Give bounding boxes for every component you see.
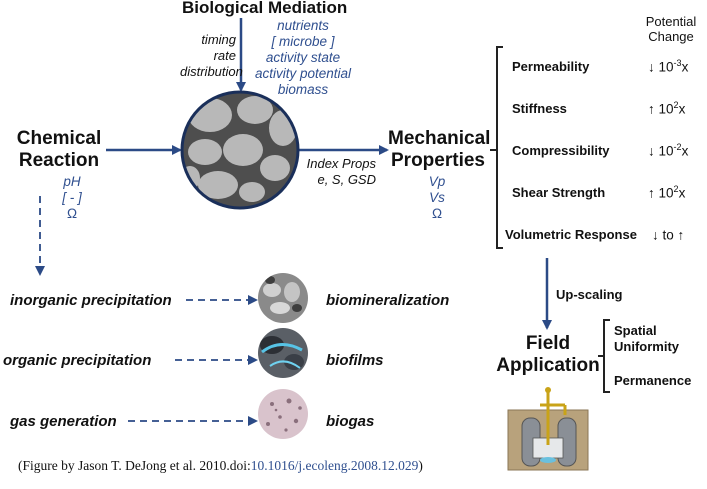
bio-factor-activity-potential: activity potential <box>254 66 352 81</box>
property-change: ↓ 10-3x <box>648 58 689 75</box>
figure-caption: (Figure by Jason T. DeJong et al. 2010.d… <box>18 458 423 473</box>
bio-left-factors: timing rate distribution <box>180 32 243 80</box>
field-application-image <box>507 387 589 471</box>
process-biogas: biogas <box>326 413 375 430</box>
biofilms-image <box>258 328 308 378</box>
chem-factor-conc: [ - ] <box>62 190 82 205</box>
doi-link[interactable]: 10.1016/j.ecoleng.2008.12.029 <box>250 458 419 473</box>
property-name: Shear Strength <box>512 185 606 200</box>
chem-factor-omega: Ω <box>66 206 78 221</box>
process-biofilms: biofilms <box>326 352 384 369</box>
bio-factor-rate: rate <box>213 48 236 63</box>
field-title: Field Application <box>496 333 600 376</box>
properties-bracket <box>496 46 503 249</box>
chem-title: Chemical Reaction <box>16 128 102 171</box>
soil-particle-image <box>180 90 300 210</box>
property-change: ↑ 102x <box>648 184 686 201</box>
mech-factor-vs: Vs <box>429 190 445 205</box>
bio-factor-nutrients: nutrients <box>277 18 329 33</box>
process-gas: gas generation <box>10 413 117 430</box>
bio-factor-distribution: distribution <box>180 64 243 79</box>
chem-factors: pH [ - ] Ω <box>44 174 100 222</box>
process-inorganic: inorganic precipitation <box>10 292 172 309</box>
process-biomineralization: biomineralization <box>326 292 450 309</box>
field-bracket <box>603 319 610 393</box>
bio-factor-microbe: [ microbe ] <box>271 34 335 49</box>
upscaling-label: Up-scaling <box>556 287 623 302</box>
index-props: Index Props e, S, GSD <box>306 156 376 187</box>
mech-factor-vp: Vp <box>428 174 446 189</box>
field-item-spatial-uniformity: Spatial Uniformity <box>614 323 679 354</box>
bio-factor-timing: timing <box>201 32 236 47</box>
bio-right-factors: nutrients [ microbe ] activity state act… <box>248 18 358 98</box>
process-organic: organic precipitation <box>3 352 152 369</box>
bio-title: Biological Mediation <box>182 0 348 17</box>
bio-factor-activity-state: activity state <box>265 50 341 65</box>
mech-factor-omega: Ω <box>431 206 443 221</box>
property-name: Volumetric Response <box>505 227 637 242</box>
mech-title: Mechanical Properties <box>388 128 491 171</box>
property-name: Compressibility <box>512 143 610 158</box>
mech-factors: Vp Vs Ω <box>412 174 462 222</box>
biogas-image <box>258 389 308 439</box>
property-name: Permeability <box>512 59 590 74</box>
property-change: ↑ 102x <box>648 100 686 117</box>
chem-factor-ph: pH <box>63 174 81 189</box>
property-change: ↓ 10-2x <box>648 142 689 159</box>
bio-factor-biomass: biomass <box>277 82 329 97</box>
property-change: ↓ to ↑ <box>652 227 685 243</box>
potential-change-header: Potential Change <box>645 14 697 44</box>
biomineralization-image <box>258 273 308 323</box>
field-item-permanence: Permanence <box>614 373 692 388</box>
property-name: Stiffness <box>512 101 567 116</box>
